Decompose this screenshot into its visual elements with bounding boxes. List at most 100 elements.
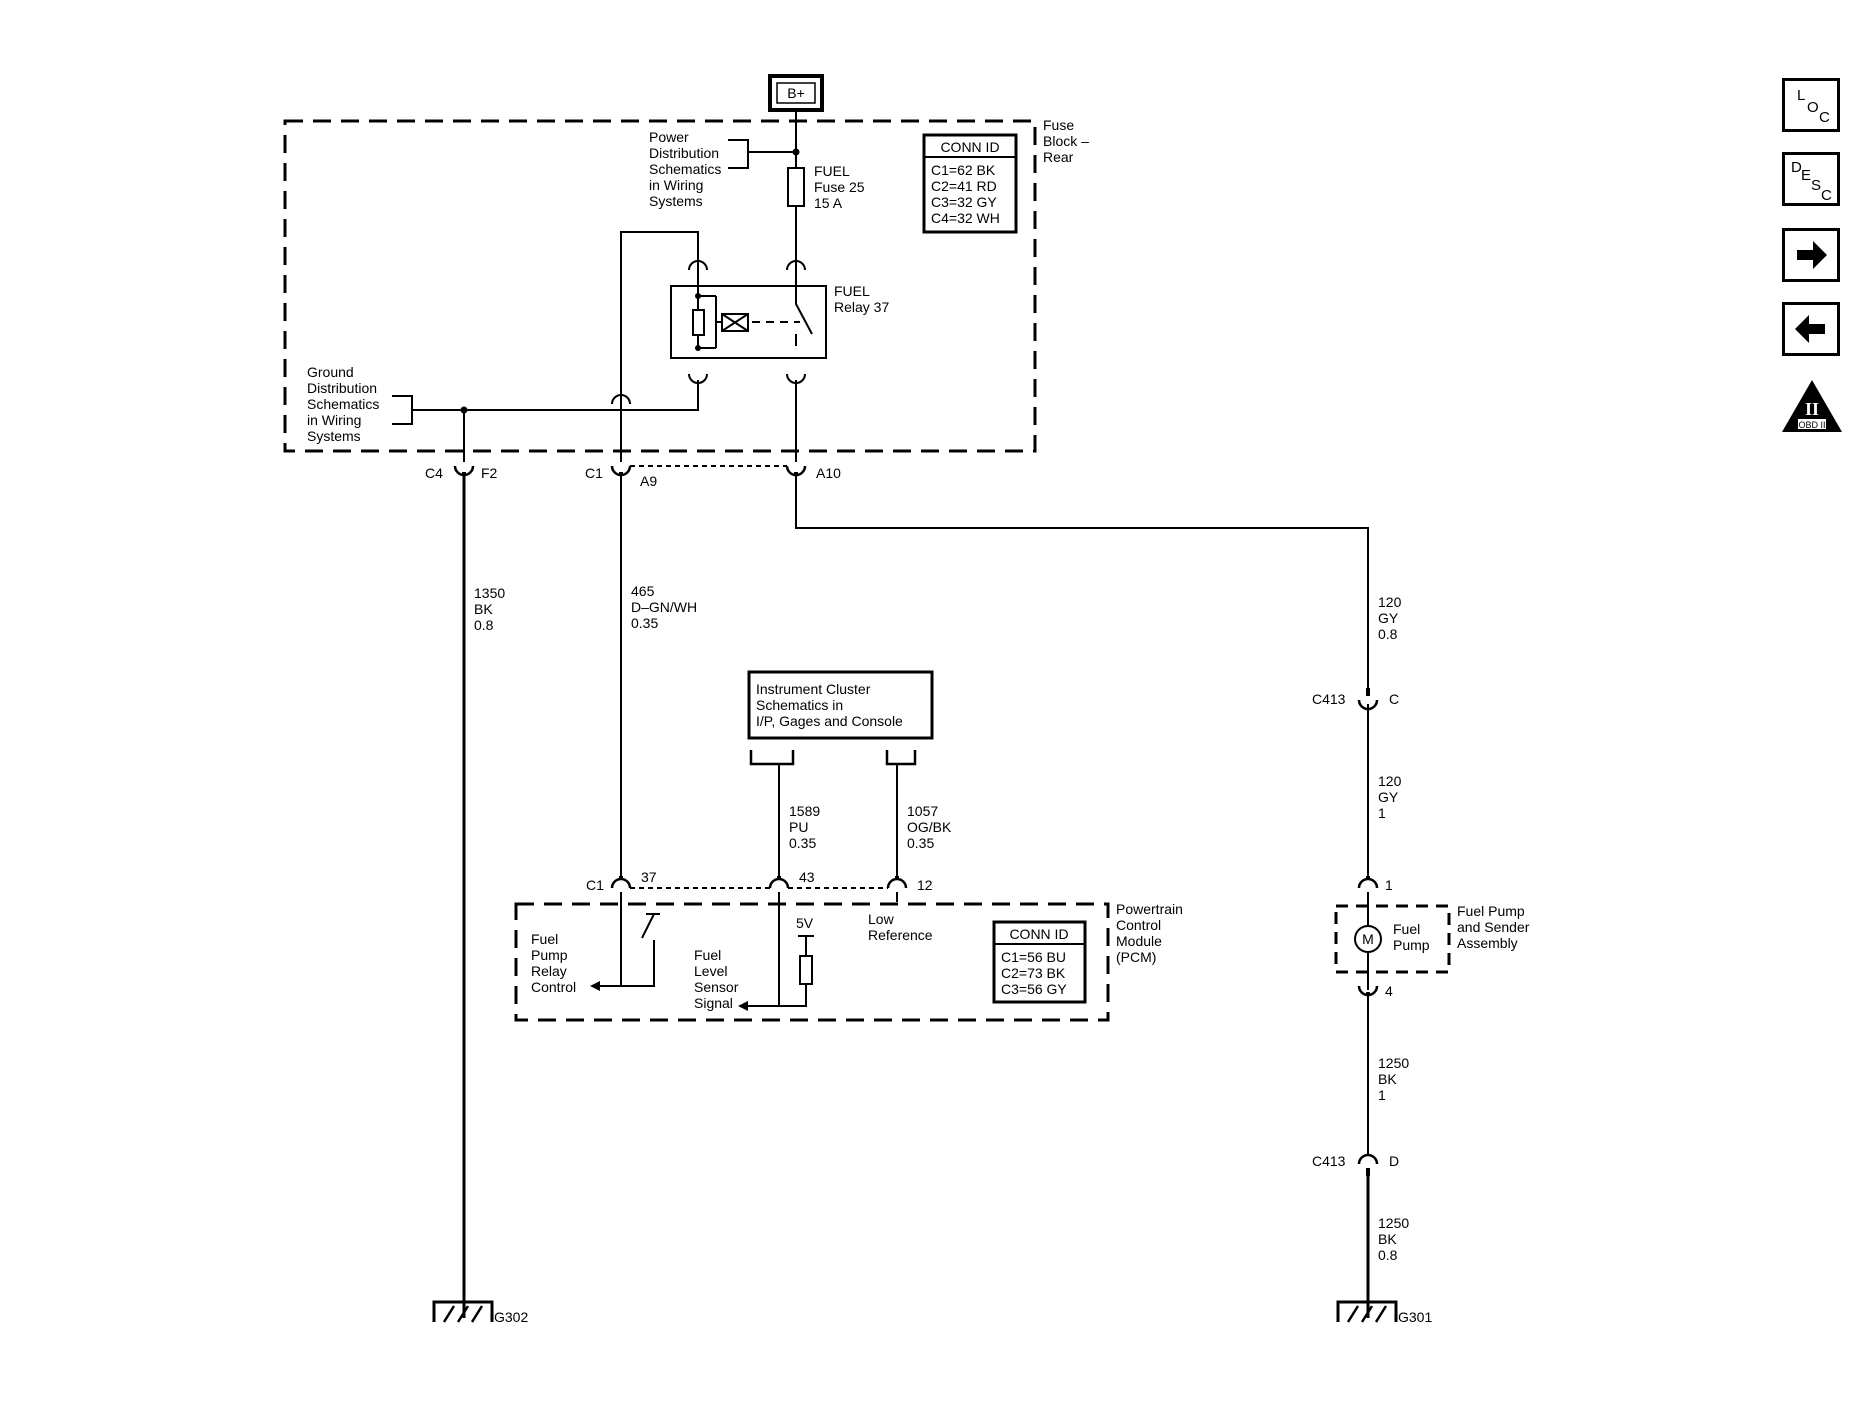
fuse-label: FUEL Fuse 25 15 A bbox=[814, 163, 865, 211]
svg-text:0.35: 0.35 bbox=[789, 835, 816, 851]
svg-text:Fuse 25: Fuse 25 bbox=[814, 179, 865, 195]
svg-text:CONN ID: CONN ID bbox=[1009, 926, 1068, 942]
arrow-right-icon bbox=[1797, 241, 1827, 269]
ground-distribution-reference: Ground Distribution Schematics in Wiring… bbox=[307, 364, 699, 444]
svg-text:Reference: Reference bbox=[868, 927, 933, 943]
svg-text:15 A: 15 A bbox=[814, 195, 843, 211]
instrument-cluster-reference: Instrument Cluster Schematics in I/P, Ga… bbox=[747, 670, 934, 766]
svg-text:4: 4 bbox=[1385, 983, 1393, 999]
svg-text:Schematics: Schematics bbox=[307, 396, 379, 412]
pcm-title: Powertrain Control Module (PCM) bbox=[1116, 901, 1183, 965]
svg-text:0.8: 0.8 bbox=[1378, 1247, 1398, 1263]
svg-text:GY: GY bbox=[1378, 789, 1399, 805]
b-plus-label: B+ bbox=[787, 85, 805, 101]
svg-text:F2: F2 bbox=[481, 465, 498, 481]
svg-text:Fuel: Fuel bbox=[1393, 921, 1420, 937]
pcm-outline bbox=[514, 902, 1110, 1022]
svg-text:Powertrain: Powertrain bbox=[1116, 901, 1183, 917]
svg-text:C4: C4 bbox=[425, 465, 443, 481]
fuse-block-title: Fuse Block – Rear bbox=[1043, 117, 1089, 165]
svg-text:Systems: Systems bbox=[649, 193, 703, 209]
svg-text:1589: 1589 bbox=[789, 803, 820, 819]
svg-text:C2=41 RD: C2=41 RD bbox=[931, 178, 997, 194]
svg-text:1: 1 bbox=[1378, 1087, 1386, 1103]
svg-text:(PCM): (PCM) bbox=[1116, 949, 1156, 965]
svg-text:OG/BK: OG/BK bbox=[907, 819, 952, 835]
svg-text:CONN ID: CONN ID bbox=[940, 139, 999, 155]
wire-120-gy bbox=[795, 476, 1369, 688]
obd-numeral: II bbox=[1805, 399, 1819, 419]
svg-text:G301: G301 bbox=[1398, 1309, 1432, 1325]
svg-text:1: 1 bbox=[1378, 805, 1386, 821]
b-plus-terminal: B+ bbox=[768, 74, 824, 112]
svg-text:1250: 1250 bbox=[1378, 1055, 1409, 1071]
svg-text:Schematics: Schematics bbox=[649, 161, 721, 177]
svg-text:12: 12 bbox=[917, 877, 933, 893]
svg-text:0.35: 0.35 bbox=[907, 835, 934, 851]
svg-text:Block –: Block – bbox=[1043, 133, 1089, 149]
wire-1350-label: 1350 BK 0.8 bbox=[474, 585, 505, 633]
svg-text:BK: BK bbox=[474, 601, 493, 617]
svg-text:D: D bbox=[1389, 1153, 1399, 1169]
svg-text:C4=32 WH: C4=32 WH bbox=[931, 210, 1000, 226]
fuel-pump-connector-bottom: 4 bbox=[1357, 983, 1393, 999]
fuse-block-outline bbox=[283, 119, 1037, 453]
wire-1250-label-upper: 1250 BK 1 bbox=[1378, 1055, 1409, 1103]
inline-connector-c413-d: C413 D bbox=[1312, 1153, 1399, 1176]
svg-text:Instrument Cluster: Instrument Cluster bbox=[756, 681, 871, 697]
ground-g302: G302 bbox=[432, 1300, 528, 1325]
obd-ii-button[interactable]: II OBD II bbox=[1780, 378, 1844, 434]
power-distribution-reference: Power Distribution Schematics in Wiring … bbox=[649, 129, 796, 209]
svg-text:G302: G302 bbox=[494, 1309, 528, 1325]
desc-letter-d: D bbox=[1791, 159, 1802, 176]
svg-text:Fuse: Fuse bbox=[1043, 117, 1074, 133]
svg-text:0.8: 0.8 bbox=[474, 617, 494, 633]
description-button[interactable]: D E S C bbox=[1782, 152, 1840, 206]
svg-text:FUEL: FUEL bbox=[834, 283, 870, 299]
svg-text:A10: A10 bbox=[816, 465, 841, 481]
arrow-left-icon bbox=[1795, 315, 1825, 343]
fuel-pump-label: Fuel Pump bbox=[1393, 921, 1430, 953]
svg-text:Assembly: Assembly bbox=[1457, 935, 1518, 951]
svg-text:I/P, Gages and Console: I/P, Gages and Console bbox=[756, 713, 903, 729]
fuel-pump-connector-top: 1 bbox=[1357, 876, 1393, 893]
wire-120-gy-label-upper: 120 GY 0.8 bbox=[1378, 594, 1402, 642]
previous-button[interactable] bbox=[1782, 302, 1840, 356]
inline-connector-c413-c: C413 C bbox=[1312, 688, 1399, 711]
fuse-block-connector-c1: C1 A9 A10 bbox=[585, 404, 841, 489]
loc-letter-c: C bbox=[1819, 109, 1830, 126]
obd-ii-icon: II OBD II bbox=[1782, 380, 1842, 432]
svg-text:Ground: Ground bbox=[307, 364, 354, 380]
pcm-fuel-level-label: Fuel Level Sensor Signal bbox=[694, 947, 739, 1011]
svg-text:in Wiring: in Wiring bbox=[649, 177, 703, 193]
svg-text:Module: Module bbox=[1116, 933, 1162, 949]
wire-120-gy-label-lower: 120 GY 1 bbox=[1378, 773, 1402, 821]
svg-text:C2=73 BK: C2=73 BK bbox=[1001, 965, 1066, 981]
svg-text:0.8: 0.8 bbox=[1378, 626, 1398, 642]
desc-letter-c: C bbox=[1821, 187, 1832, 204]
desc-letter-s: S bbox=[1811, 177, 1822, 194]
wire-1589-label: 1589 PU 0.35 bbox=[789, 803, 820, 851]
svg-text:C1=56 BU: C1=56 BU bbox=[1001, 949, 1066, 965]
svg-text:Control: Control bbox=[531, 979, 576, 995]
pcm-5v-label: 5V bbox=[796, 915, 814, 931]
svg-text:37: 37 bbox=[641, 869, 657, 885]
pcm-relay-control-driver bbox=[590, 892, 660, 991]
svg-text:Systems: Systems bbox=[307, 428, 361, 444]
relay-label: FUEL Relay 37 bbox=[834, 283, 889, 315]
svg-text:FUEL: FUEL bbox=[814, 163, 850, 179]
next-button[interactable] bbox=[1782, 228, 1840, 282]
svg-text:Distribution: Distribution bbox=[307, 380, 377, 396]
svg-text:Fuel: Fuel bbox=[531, 931, 558, 947]
svg-text:1350: 1350 bbox=[474, 585, 505, 601]
svg-text:A9: A9 bbox=[640, 473, 657, 489]
svg-text:Fuel Pump: Fuel Pump bbox=[1457, 903, 1525, 919]
loc-letter-l: L bbox=[1797, 87, 1806, 104]
pcm-fuel-level-circuit: 5V bbox=[738, 892, 814, 1011]
location-button[interactable]: L O C bbox=[1782, 78, 1840, 132]
svg-text:C1: C1 bbox=[585, 465, 603, 481]
svg-text:Distribution: Distribution bbox=[649, 145, 719, 161]
svg-text:C3=56 GY: C3=56 GY bbox=[1001, 981, 1067, 997]
